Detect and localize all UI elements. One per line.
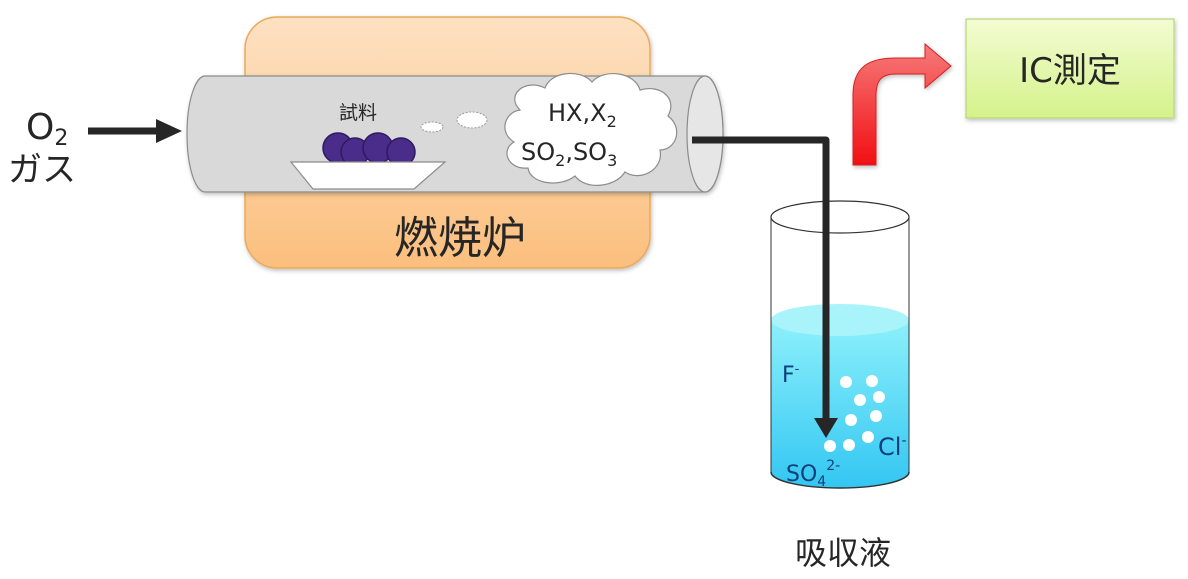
sample-label: 試料 xyxy=(339,102,377,124)
furnace-label: 燃焼炉 xyxy=(394,213,526,264)
ion-bubbles xyxy=(824,375,885,452)
gas-inlet: O2 ガス xyxy=(8,107,182,190)
tube-outlet xyxy=(686,75,724,193)
sample-boat: 試料 xyxy=(289,102,447,190)
gas-line-1: HX,X2 xyxy=(548,99,617,131)
o2-label: O2 xyxy=(26,107,68,151)
inlet-arrow-head xyxy=(156,119,182,143)
flow-pipe-arrow xyxy=(692,136,838,438)
sample-dish xyxy=(289,161,447,190)
chloride-ion: Cl- xyxy=(878,433,907,461)
gas-label: ガス xyxy=(8,150,76,190)
liquid-surface xyxy=(771,304,909,336)
vessel-rim xyxy=(770,200,910,234)
absorbing-liquid xyxy=(771,318,909,488)
smoke-puffs xyxy=(420,111,488,133)
flow-arrow-head xyxy=(814,418,838,438)
absorber-label: 吸収液 xyxy=(795,534,891,572)
gas-cloud: HX,X2 SO2,SO3 xyxy=(504,72,678,186)
ic-measurement-box: IC測定 xyxy=(965,18,1175,119)
fluoride-ion: F- xyxy=(782,362,800,388)
sulfate-ion: SO42- xyxy=(786,458,840,490)
ic-measurement-label: IC測定 xyxy=(1019,51,1121,91)
absorber-vessel: F- Cl- SO42- xyxy=(770,200,910,490)
gas-line-2: SO2,SO3 xyxy=(521,138,617,170)
to-ic-arrow xyxy=(852,42,952,166)
